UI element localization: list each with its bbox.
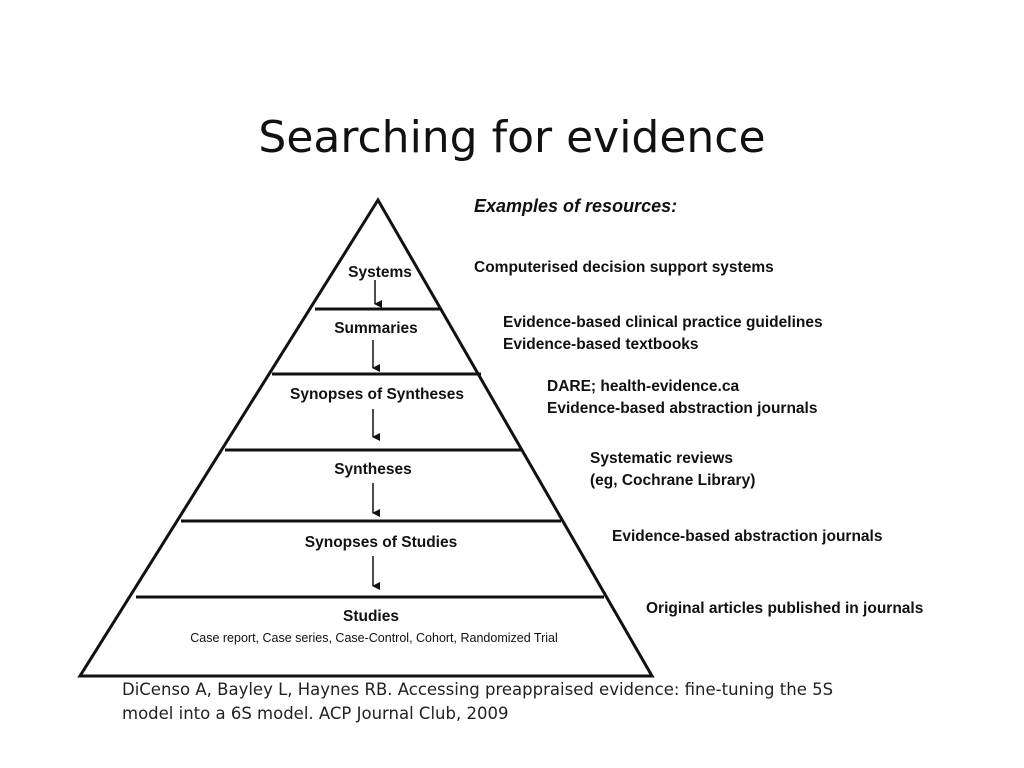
- example-line: Systematic reviews: [590, 450, 734, 467]
- pyramid-level-synopses-of-syntheses: Synopses of Syntheses: [290, 386, 464, 403]
- citation: DiCenso A, Bayley L, Haynes RB. Accessin…: [122, 678, 942, 726]
- pyramid-level-synopses-of-studies: Synopses of Studies: [305, 534, 457, 551]
- pyramid-level-systems: Systems: [348, 264, 412, 281]
- slide-title: Searching for evidence: [258, 112, 766, 163]
- pyramid-outline: [77, 197, 655, 678]
- citation-line: model into a 6S model. ACP Journal Club,…: [122, 704, 509, 723]
- citation-line: DiCenso A, Bayley L, Haynes RB. Accessin…: [122, 680, 834, 699]
- example-summaries: Evidence-based clinical practice guideli…: [503, 312, 823, 356]
- example-syntheses: Systematic reviews (eg, Cochrane Library…: [590, 448, 755, 492]
- pyramid-level-studies: Studies: [343, 608, 399, 625]
- pyramid-level-summaries: Summaries: [334, 320, 418, 337]
- example-synopses-of-syntheses: DARE; health-evidence.ca Evidence-based …: [547, 376, 817, 420]
- example-line: Evidence-based textbooks: [503, 336, 699, 353]
- example-synopses-of-studies: Evidence-based abstraction journals: [612, 526, 882, 548]
- example-studies: Original articles published in journals: [646, 598, 923, 620]
- examples-heading: Examples of resources:: [474, 196, 678, 216]
- example-line: Evidence-based clinical practice guideli…: [503, 314, 823, 331]
- pyramid-level-syntheses: Syntheses: [334, 461, 412, 478]
- example-line: Computerised decision support systems: [474, 259, 774, 276]
- example-systems: Computerised decision support systems: [474, 257, 774, 279]
- pyramid-level-studies-types: Case report, Case series, Case-Control, …: [190, 631, 558, 645]
- example-line: (eg, Cochrane Library): [590, 472, 756, 489]
- example-line: Evidence-based abstraction journals: [547, 400, 818, 417]
- example-line: Evidence-based abstraction journals: [612, 528, 883, 545]
- example-line: Original articles published in journals: [646, 600, 924, 617]
- example-line: DARE; health-evidence.ca: [547, 378, 740, 395]
